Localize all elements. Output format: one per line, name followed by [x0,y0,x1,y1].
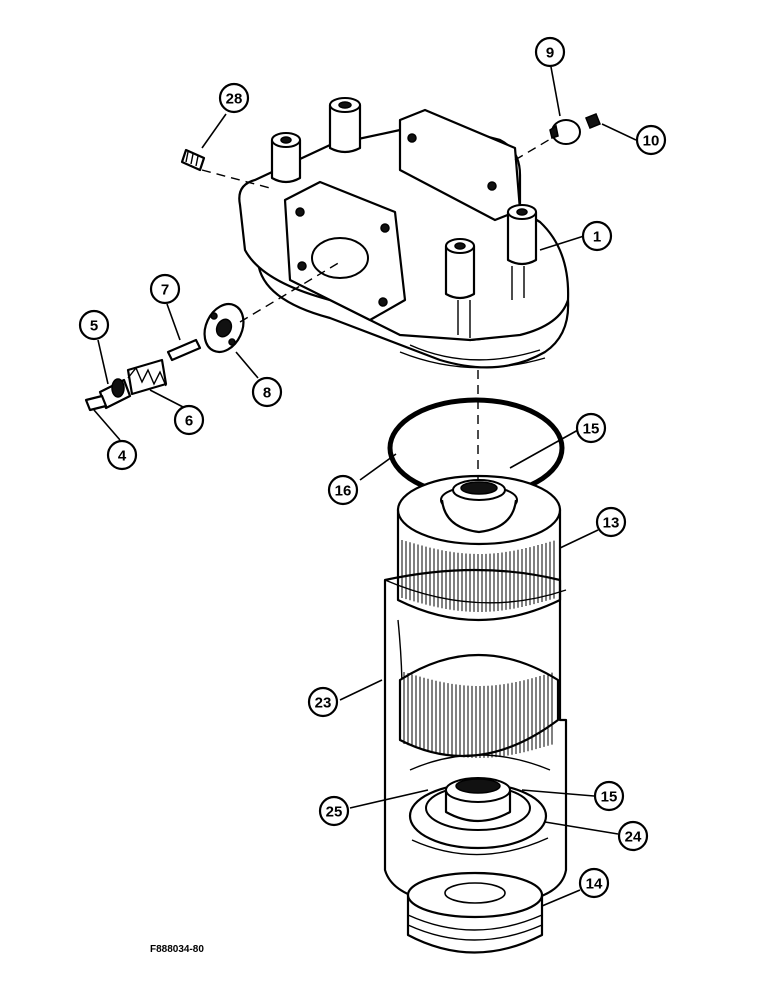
callout-label: 25 [326,804,343,821]
callout-label: 13 [603,515,620,532]
valve-assembly [84,302,245,412]
callout-circle [575,412,607,444]
assembly-lines [201,137,553,480]
nut-10 [585,113,601,129]
callout-circle [595,506,627,538]
callout-circle [307,686,339,718]
callout-label: 15 [601,789,618,806]
callout-circle [635,124,667,156]
callout-circle [173,404,205,436]
callout-circle [534,36,566,68]
callout-label: 4 [118,448,127,465]
plug-28 [180,148,206,172]
canister-23 [383,568,568,907]
filter-head-housing [238,97,570,369]
callout-label: 14 [586,876,603,893]
callout-label: 23 [315,695,332,712]
callout-4: 4 [106,439,138,471]
callout-circle [251,376,283,408]
callout-label: 9 [546,45,554,62]
filter-element-13 [396,474,562,622]
callout-label: 15 [583,421,600,438]
callout-15a: 15 [575,412,607,444]
callout-circle [218,82,250,114]
callout-label: 6 [185,413,193,430]
callout-10: 10 [635,124,667,156]
callout-circle [78,309,110,341]
callout-circle [593,780,625,812]
callout-25: 25 [318,795,350,827]
callout-label: 16 [335,483,352,500]
callout-circle [149,273,181,305]
callout-23: 23 [307,686,339,718]
callout-9: 9 [534,36,566,68]
callout-label: 1 [593,229,601,246]
callout-label: 28 [226,91,243,108]
callout-16: 16 [327,474,359,506]
callout-14: 14 [578,867,610,899]
callout-5: 5 [78,309,110,341]
callout-circle [327,474,359,506]
callout-circle [318,795,350,827]
callout-label: 5 [90,318,98,335]
callout-7: 7 [149,273,181,305]
bottom-seal-parts [408,754,551,856]
disc-9 [549,119,581,145]
callout-8: 8 [251,376,283,408]
callout-label: 10 [643,133,660,150]
callout-layer: 28 9 10 1 7 5 8 6 4 15 16 13 23 25 15 24 14 [78,36,667,899]
bottom-cap-14 [406,871,544,954]
callout-13: 13 [595,506,627,538]
leader-lines [93,66,637,907]
callout-circle [581,220,613,252]
filter-pleats-lower [403,672,553,758]
callout-24: 24 [617,820,649,852]
callout-1: 1 [581,220,613,252]
callout-label: 7 [161,282,169,299]
callout-label: 24 [625,829,642,846]
callout-circle [106,439,138,471]
callout-circle [617,820,649,852]
callout-28: 28 [218,82,250,114]
callout-circle [578,867,610,899]
callout-6: 6 [173,404,205,436]
figure-code: F888034-80 [150,944,204,955]
callout-label: 8 [263,385,271,402]
callout-15b: 15 [593,780,625,812]
